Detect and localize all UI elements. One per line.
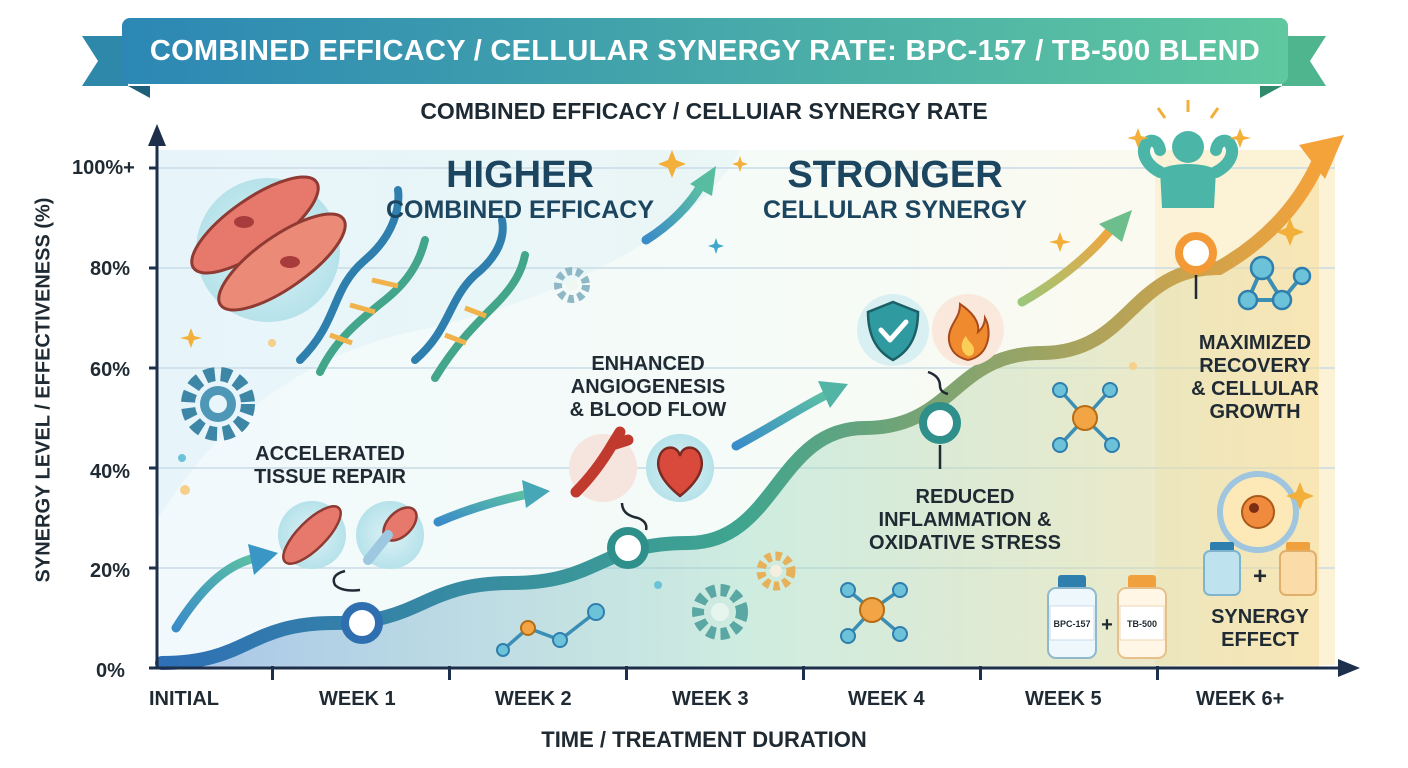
x-tick-label: WEEK 6+ xyxy=(1196,688,1285,710)
y-axis-arrow-icon xyxy=(148,124,166,146)
vial-label-tb: TB-500 xyxy=(1127,619,1157,629)
plus-icon: + xyxy=(1253,563,1267,590)
x-tick-label: WEEK 5 xyxy=(1025,688,1102,710)
connector xyxy=(927,370,949,396)
gear-icon xyxy=(692,584,748,640)
heart-icon xyxy=(646,434,714,502)
plus-icon: + xyxy=(1101,614,1113,636)
strong-person-icon xyxy=(1138,100,1238,208)
vial-icon: TB-500 xyxy=(1117,575,1167,659)
y-tick-label: 40% xyxy=(90,461,131,483)
connector xyxy=(332,569,361,592)
gear-icon xyxy=(756,551,796,591)
molecule-icon xyxy=(1052,382,1120,453)
milestone-label-tissue-repair: ACCELERATED TISSUE REPAIR xyxy=(254,443,406,488)
y-tick-label: 80% xyxy=(90,258,131,280)
headline-right-line1: STRONGER xyxy=(787,154,1003,196)
headline-right-line2: CELLULAR SYNERGY xyxy=(763,196,1027,224)
milestone-marker xyxy=(607,527,649,569)
molecule-icon xyxy=(840,582,908,644)
trend-arrows xyxy=(171,166,1132,633)
muscle-fiber-icon xyxy=(190,175,347,322)
y-tick-label: 0% xyxy=(96,660,125,682)
headline-left-line1: HIGHER xyxy=(446,154,594,196)
vial-icon xyxy=(1279,542,1317,596)
x-tick-label: INITIAL xyxy=(149,688,219,710)
dna-helix-icon xyxy=(296,186,429,376)
headline-stronger-synergy: STRONGER CELLULAR SYNERGY xyxy=(705,155,1085,225)
molecule-icon xyxy=(1237,255,1312,311)
milestone-markers xyxy=(341,232,1217,644)
dna-helix-icon xyxy=(411,216,529,382)
milestone-label-angiogenesis: ENHANCED ANGIOGENESIS & BLOOD FLOW xyxy=(569,353,727,421)
chart-subtitle: COMBINED EFFICACY / CELLUIAR SYNERGY RAT… xyxy=(420,98,988,124)
x-ticks xyxy=(271,666,1159,680)
y-tick-label: 100%+ xyxy=(72,157,135,179)
curve-arrowhead xyxy=(1299,135,1344,179)
x-tick-label: WEEK 3 xyxy=(672,688,749,710)
connector xyxy=(620,502,648,531)
y-tick-label: 20% xyxy=(90,560,131,582)
x-tick-label: WEEK 1 xyxy=(319,688,396,710)
milestone-marker xyxy=(1175,232,1217,274)
tendon-icon xyxy=(356,501,424,569)
milestone-marker xyxy=(919,402,961,444)
x-tick-label: WEEK 4 xyxy=(848,688,925,710)
axes xyxy=(148,124,1360,677)
x-axis-arrow-icon xyxy=(1338,659,1360,677)
y-tick-label: 60% xyxy=(90,359,131,381)
banner-title: COMBINED EFFICACY / CELLULAR SYNERGY RAT… xyxy=(149,35,1261,67)
sparkle-icon xyxy=(178,128,1314,589)
shield-check-icon xyxy=(857,294,929,366)
x-tick-label: WEEK 2 xyxy=(495,688,572,710)
blood-vessel-icon xyxy=(569,426,637,502)
x-axis-label: TIME / TREATMENT DURATION xyxy=(541,727,867,752)
molecule-icon xyxy=(496,603,605,657)
gear-icon xyxy=(554,267,590,303)
milestone-label-maximized-recovery: MAXIMIZED RECOVERY & CELLULAR GROWTH xyxy=(1191,332,1319,423)
headline-left-line2: COMBINED EFFICACY xyxy=(385,196,655,224)
milestone-marker xyxy=(341,602,383,644)
vial-label-bpc: BPC-157 xyxy=(1053,619,1090,629)
vial-icon: BPC-157 xyxy=(1047,575,1097,659)
milestone-label-inflammation: REDUCED INFLAMMATION & OXIDATIVE STRESS xyxy=(869,486,1061,554)
muscle-icon xyxy=(278,501,346,569)
gear-icon xyxy=(181,367,255,441)
title-banner xyxy=(82,18,1326,98)
headline-higher-efficacy: HIGHER COMBINED EFFICACY xyxy=(330,155,710,225)
flame-icon xyxy=(932,294,1004,366)
cell-icon xyxy=(1217,471,1299,553)
area-fill xyxy=(162,161,1319,668)
vial-icon xyxy=(1203,542,1241,596)
synergy-effect-label: SYNERGY EFFECT xyxy=(1211,606,1309,651)
